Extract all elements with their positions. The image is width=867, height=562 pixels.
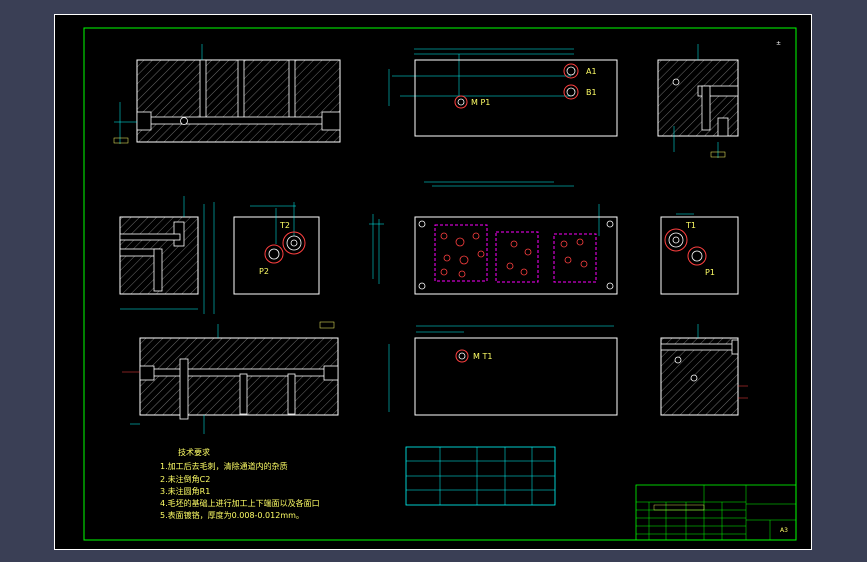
port-label-mp1: M P1 [471, 98, 490, 107]
sheet-border [54, 14, 812, 550]
drawing-canvas[interactable]: ± [54, 14, 812, 550]
port-label-t2: T2 [279, 221, 290, 230]
notes-line-4: 4.毛坯的基础上进行加工上下端面以及各面口 [160, 498, 320, 508]
port-label-mt1: M T1 [473, 352, 492, 361]
view-middle-right-ports [660, 213, 739, 295]
technical-notes: 技术要求 1.加工后去毛刺，清除通道内的杂质 2.未注倒角C2 3.未注圆角R1… [160, 447, 320, 520]
port-label-b1: B1 [586, 88, 597, 97]
port-label-p2: P2 [259, 267, 269, 276]
section-view-middle-left [119, 196, 215, 314]
notes-line-2: 2.未注倒角C2 [160, 474, 210, 484]
notes-line-3: 3.未注圆角R1 [160, 486, 210, 496]
view-center-manifold [369, 181, 618, 295]
notes-title: 技术要求 [178, 447, 210, 457]
section-view-top-left [113, 44, 341, 144]
inner-frame [83, 27, 797, 541]
view-middle-left-ports [233, 202, 320, 295]
port-label-a1: A1 [586, 67, 597, 76]
port-label-p1: P1 [705, 268, 715, 277]
port-label-t1: T1 [685, 221, 696, 230]
svg-text:±: ± [776, 40, 781, 47]
section-view-bottom-right [660, 324, 748, 416]
view-top-middle [388, 48, 618, 137]
section-view-bottom-left [122, 321, 339, 434]
drawing-svg: ± [54, 14, 812, 550]
section-view-top-right [657, 44, 739, 158]
title-block [635, 484, 797, 541]
port-spec-table [405, 446, 556, 506]
view-bottom-middle [388, 325, 618, 416]
tag-top-right: ± [776, 40, 781, 47]
notes-line-1: 1.加工后去毛刺，清除通道内的杂质 [160, 461, 288, 471]
notes-line-5: 5.表面镀铬，厚度为0.008-0.012mm。 [160, 510, 304, 520]
title-sheet-size: A3 [780, 527, 788, 534]
